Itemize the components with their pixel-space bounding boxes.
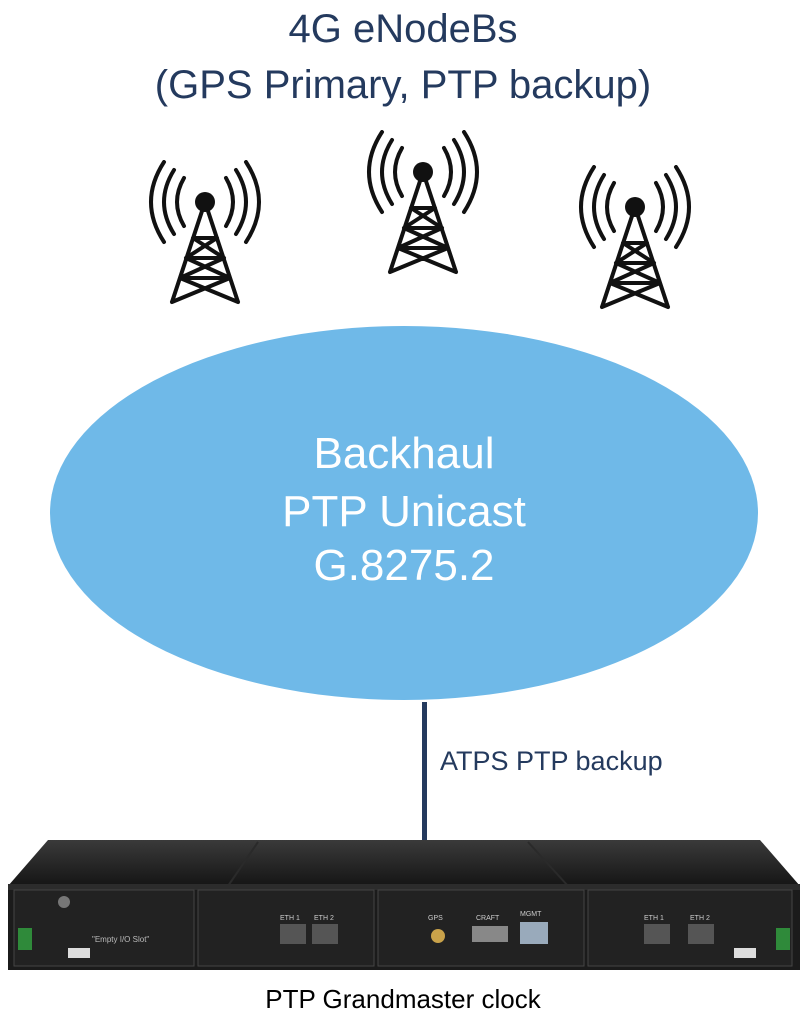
- device-caption: PTP Grandmaster clock: [265, 984, 541, 1014]
- cell-tower-icon: [367, 130, 479, 274]
- backhaul-network: [50, 326, 758, 700]
- backup-link-label: ATPS PTP backup: [440, 746, 663, 776]
- network-label-profile: G.8275.2: [313, 541, 495, 590]
- eth2-label-right: ETH 2: [690, 915, 710, 922]
- gps-label: GPS: [428, 915, 443, 922]
- eth1-label-right: ETH 1: [644, 915, 664, 922]
- mgmt-label: MGMT: [520, 911, 542, 918]
- eth1-label: ETH 1: [280, 915, 300, 922]
- cell-tower-icon: [149, 160, 261, 304]
- grandmaster-device: "Empty I/O Slot" ETH 1 ETH 2 GPS CRAFT M…: [8, 840, 800, 970]
- cell-tower-icon: [579, 165, 691, 309]
- network-label-ptp-unicast: PTP Unicast: [282, 487, 526, 536]
- backup-link-line: [422, 702, 427, 844]
- title-line-1: 4G eNodeBs: [288, 7, 518, 51]
- empty-slot-label: "Empty I/O Slot": [92, 935, 149, 944]
- eth2-label: ETH 2: [314, 915, 334, 922]
- craft-label: CRAFT: [476, 915, 500, 922]
- title-line-2: (GPS Primary, PTP backup): [154, 63, 652, 107]
- network-label-backhaul: Backhaul: [313, 429, 495, 478]
